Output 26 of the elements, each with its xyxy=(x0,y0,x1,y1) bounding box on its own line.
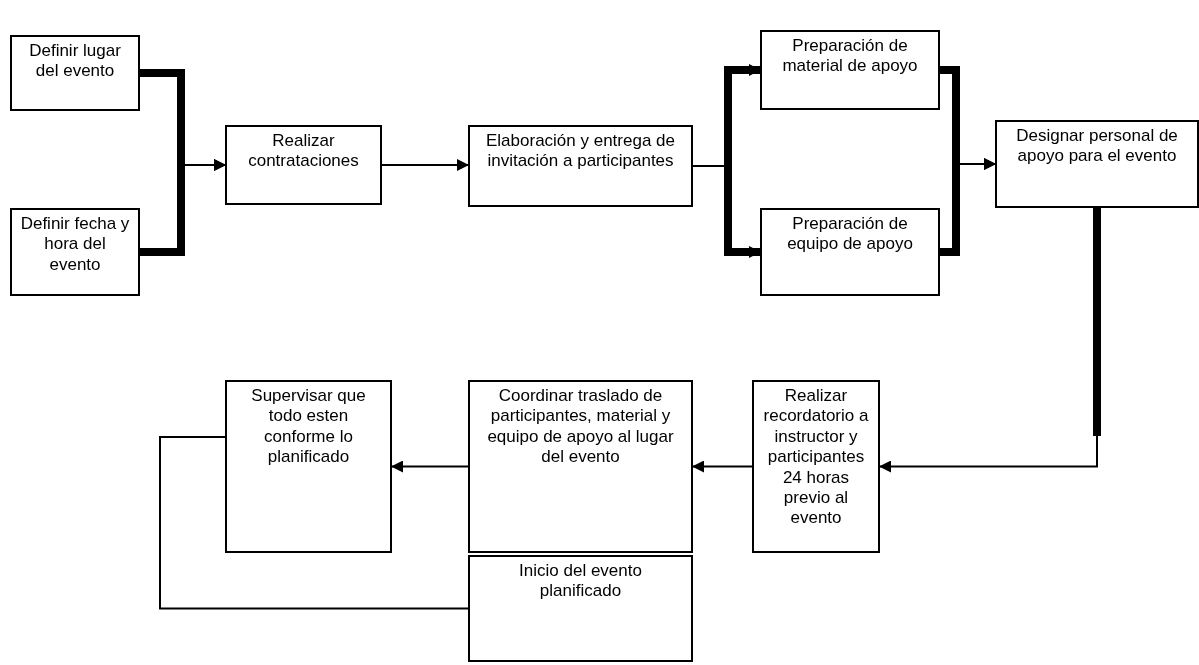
box-label: Coordinar traslado de participantes, material y equipo de apoyo al lugar del evento xyxy=(486,386,675,468)
process-box xyxy=(225,125,382,205)
process-box xyxy=(760,30,940,110)
connector-line xyxy=(159,436,469,610)
process-box xyxy=(10,35,140,111)
box-label: Definir lugar del evento xyxy=(28,41,122,82)
box-label: Inicio del evento planificado xyxy=(518,561,643,602)
process-box xyxy=(468,125,693,207)
process-box xyxy=(995,120,1199,208)
box-label: Designar personal de apoyo para el evento xyxy=(1015,126,1179,167)
process-box xyxy=(752,380,880,553)
box-label: Elaboración y entrega de invitación a participantes xyxy=(485,131,676,172)
box-label: Definir fecha y hora del evento xyxy=(20,214,130,276)
box-label: Realizar contrataciones xyxy=(247,131,360,172)
process-box xyxy=(225,380,392,553)
box-label: Realizar recordatorio a instructor y participantes 24 horas previo al evento xyxy=(762,386,870,529)
arrow xyxy=(381,159,469,171)
arrow xyxy=(692,460,753,473)
arrow xyxy=(391,460,469,473)
process-box xyxy=(468,555,693,662)
process-box xyxy=(760,208,940,296)
process-box xyxy=(468,380,693,553)
process-box xyxy=(10,208,140,296)
box-label: Supervisar que todo esten conforme lo planificado xyxy=(250,386,367,468)
box-label: Preparación de material de apoyo xyxy=(781,36,919,77)
box-label: Preparación de equipo de apoyo xyxy=(786,214,914,255)
